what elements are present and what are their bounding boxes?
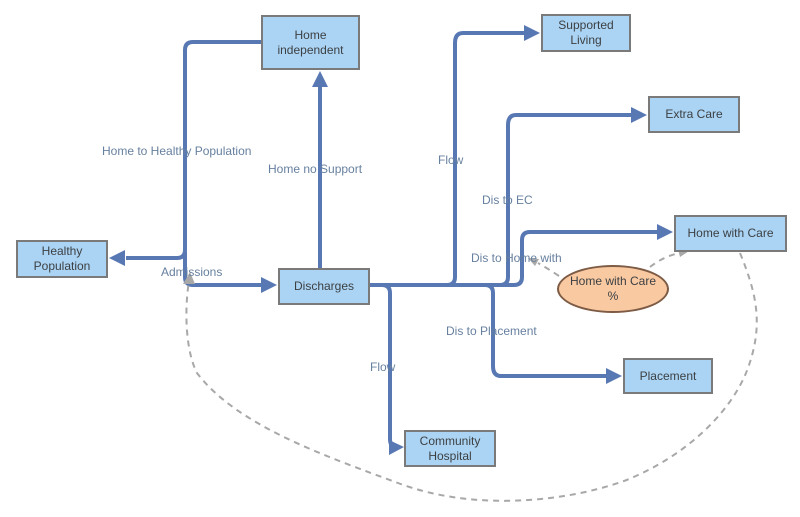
node-extra-care[interactable]: Extra Care: [648, 96, 740, 133]
arrowhead-into-extra-care: [631, 107, 647, 123]
flow-dis-to-ec[interactable]: [499, 113, 632, 287]
link-home-with-care-to-admissions[interactable]: [185, 252, 758, 502]
label-flow-bottom[interactable]: Flow: [370, 360, 396, 374]
node-label: Extra Care: [665, 107, 723, 121]
node-label: Home with Care: [687, 226, 774, 240]
arrowhead-dashed-dis-to-home-with: [528, 258, 539, 266]
arrowhead-dashed-admissions: [183, 272, 195, 284]
node-supported-living[interactable]: Supported Living: [541, 14, 631, 52]
arrowhead-into-healthy-population: [109, 250, 125, 266]
node-label: Home with Care %: [569, 274, 657, 303]
node-healthy-population[interactable]: Healthy Population: [16, 240, 108, 278]
label-admissions[interactable]: Admissions: [161, 265, 223, 279]
label-dis-to-home-with[interactable]: Dis to Home with: [471, 251, 562, 265]
arrowhead-into-discharges: [261, 277, 277, 293]
flow-dis-to-home-with[interactable]: [369, 230, 658, 287]
label-dis-to-ec[interactable]: Dis to EC: [482, 193, 533, 207]
arrowhead-into-home-with-care: [657, 224, 673, 240]
node-home-independent[interactable]: Home independent: [261, 15, 360, 70]
node-label: Placement: [639, 368, 697, 383]
node-label: Discharges: [293, 279, 355, 293]
node-home-with-care-percent[interactable]: Home with Care %: [557, 265, 669, 313]
node-label: Community Hospital: [419, 433, 481, 463]
node-discharges[interactable]: Discharges: [278, 268, 370, 305]
link-pct-to-home-with-care[interactable]: [649, 252, 681, 268]
label-home-to-healthy-population[interactable]: Home to Healthy Population: [102, 144, 252, 158]
link-pct-to-dis-to-home-with[interactable]: [537, 262, 560, 277]
flow-to-supported-living[interactable]: [446, 31, 525, 287]
node-community-hospital[interactable]: Community Hospital: [404, 430, 496, 467]
node-placement[interactable]: Placement: [623, 358, 713, 394]
arrowhead-into-placement: [606, 368, 622, 384]
arrowhead-into-community-hospital: [389, 440, 404, 455]
label-dis-to-placement[interactable]: Dis to Placement: [446, 324, 537, 338]
arrowhead-into-home-independent: [312, 71, 328, 87]
label-home-no-support[interactable]: Home no Support: [268, 162, 363, 176]
flow-home-to-healthy-population[interactable]: [126, 40, 261, 260]
label-flow-top[interactable]: Flow: [438, 153, 464, 167]
node-label: Home independent: [277, 27, 344, 57]
flow-dis-to-placement[interactable]: [484, 283, 607, 378]
arrowhead-into-supported-living: [524, 25, 540, 41]
node-label: Healthy Population: [33, 244, 91, 273]
node-home-with-care[interactable]: Home with Care: [674, 215, 787, 252]
node-label: Supported Living: [558, 18, 614, 47]
